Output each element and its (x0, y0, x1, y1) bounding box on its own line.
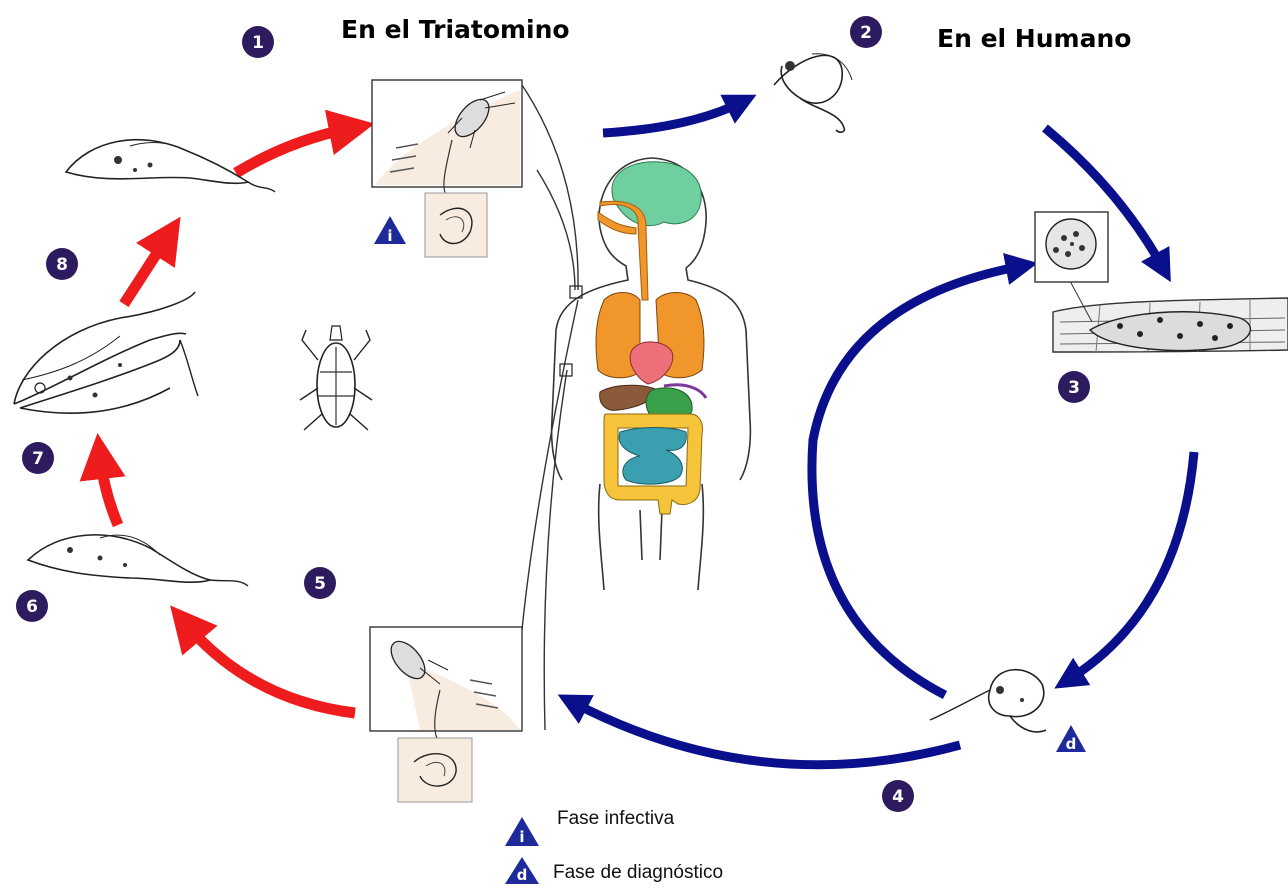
inset-bite-bottom (370, 627, 522, 740)
legend-infective-icon: i (505, 817, 539, 846)
step-marker-1: 1 (242, 26, 274, 58)
triatomine-cycle-arrows (100, 128, 355, 713)
step-marker-2: 2 (850, 16, 882, 48)
legend-infective-label: Fase infectiva (557, 808, 674, 830)
svg-text:i: i (387, 227, 392, 245)
svg-text:6: 6 (26, 597, 38, 617)
inset-connector-lines (520, 82, 578, 730)
svg-text:2: 2 (860, 23, 872, 43)
diagnostic-stage-marker: d (1056, 725, 1086, 753)
step-marker-3: 3 (1058, 371, 1090, 403)
arrow-bite-to-2 (603, 102, 742, 133)
arrow-5-to-6 (185, 623, 355, 713)
inset-trypomastigote-bottom (398, 738, 472, 802)
brain (612, 162, 701, 226)
svg-text:3: 3 (1068, 378, 1080, 398)
arrow-4-to-bite (572, 702, 960, 765)
triatomine-bug (300, 326, 372, 430)
svg-text:4: 4 (892, 787, 904, 807)
parasite-stage-6 (28, 535, 248, 586)
arrow-4-to-3-inner (812, 266, 1022, 695)
svg-text:d: d (517, 866, 528, 884)
step-marker-7: 7 (22, 442, 54, 474)
legend-diagnostic-label: Fase de diagnóstico (553, 862, 723, 884)
svg-text:1: 1 (252, 33, 264, 53)
parasite-stage-8 (14, 292, 198, 413)
infective-stage-marker: i (374, 216, 406, 245)
arrow-8-to-1 (124, 236, 168, 304)
arrow-6-to-7 (100, 456, 118, 525)
step-marker-8: 8 (46, 248, 78, 280)
legend-diagnostic-icon: d (505, 857, 539, 884)
human-body-illustration (552, 158, 751, 590)
step-marker-5: 5 (304, 567, 336, 599)
title-triatomine: En el Triatomino (341, 15, 570, 44)
parasite-stage-4 (930, 670, 1046, 732)
small-intestine (619, 428, 686, 485)
parasite-stage-2 (774, 54, 852, 132)
inset-bite-top (372, 80, 522, 198)
step-marker-6: 6 (16, 590, 48, 622)
arrow-1-to-insect-bite (236, 128, 352, 173)
svg-text:i: i (519, 828, 524, 846)
title-human: En el Humano (937, 24, 1131, 53)
step-marker-4: 4 (882, 780, 914, 812)
heart (630, 342, 673, 384)
svg-text:d: d (1066, 735, 1077, 753)
svg-text:5: 5 (314, 574, 326, 594)
svg-text:8: 8 (56, 255, 68, 275)
infected-cell-inset (1035, 212, 1108, 282)
svg-text:7: 7 (32, 449, 44, 469)
inset-trypomastigote-top (425, 193, 487, 257)
arrow-3-to-4 (1068, 452, 1194, 680)
